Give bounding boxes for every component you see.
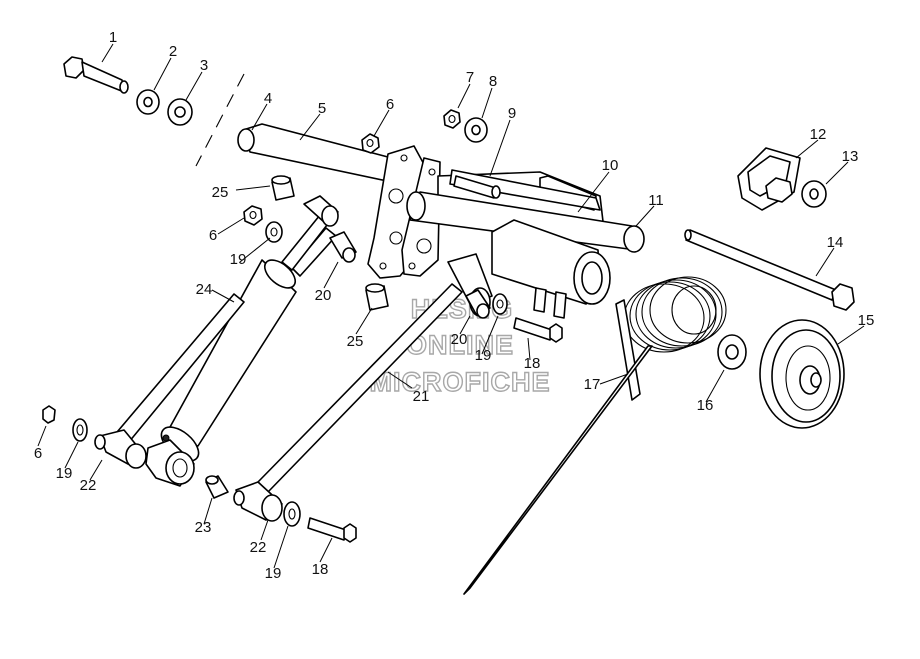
callout-14: 14 [827, 234, 844, 251]
callout-15: 15 [858, 312, 875, 329]
part-16-washer [717, 334, 747, 370]
callout-4: 4 [264, 90, 272, 107]
callout-5: 5 [318, 100, 326, 117]
callout-25-lower: 25 [347, 333, 364, 350]
part-24-shock-absorber [160, 209, 337, 462]
callouts: 1 2 3 4 5 6 7 8 9 10 11 12 13 14 15 16 1… [34, 29, 875, 582]
sleeve-tube [491, 219, 611, 305]
callout-11: 11 [648, 192, 664, 209]
part-17-torsion-spring [463, 276, 727, 595]
part-13-washer [801, 180, 827, 208]
part-20-bushing-upper [329, 231, 357, 263]
callout-3: 3 [200, 57, 208, 74]
callout-19-center: 19 [475, 347, 492, 364]
upper-pivot-bushing [303, 195, 339, 227]
callout-8: 8 [489, 73, 497, 90]
part-19-washer-left [72, 418, 88, 442]
callout-18-center: 18 [524, 355, 541, 372]
part-22-bushing-bottom [233, 481, 283, 522]
part-15-idler-wheel [759, 319, 845, 429]
bracket-tabs [533, 287, 567, 319]
part-25-bushing-upper [271, 175, 295, 201]
part-8-washer [464, 117, 488, 143]
callout-22-left: 22 [80, 477, 97, 494]
part-25-bushing-lower [365, 283, 389, 311]
part-9-pin [453, 175, 501, 199]
callout-2: 2 [169, 43, 177, 60]
part-14-long-bolt [684, 229, 855, 311]
callout-1: 1 [109, 29, 117, 46]
callout-20-upper: 20 [315, 287, 332, 304]
part-18-bolt-center [513, 317, 563, 343]
callout-9: 9 [508, 105, 516, 122]
callout-25-upper: 25 [212, 184, 229, 201]
callout-19-left: 19 [56, 465, 73, 482]
callout-22-bottom: 22 [250, 539, 267, 556]
part-2-washer [136, 89, 160, 115]
callout-21: 21 [413, 388, 430, 405]
callout-16: 16 [697, 397, 714, 414]
watermark-line-2: ONLINE [406, 330, 514, 360]
part-6-nut-left [42, 405, 56, 424]
callout-19-upper: 19 [230, 251, 247, 268]
callout-23: 23 [195, 519, 212, 536]
pivot-block-left [145, 439, 195, 487]
part-20-bushing-lower [465, 289, 491, 319]
part-18-bolt-bottom [307, 517, 357, 543]
watermark-line-3: MICROFICHE [370, 367, 551, 397]
callout-6-left: 6 [34, 445, 42, 462]
leader-lines [37, 43, 865, 569]
part-19-washer-upper [265, 221, 283, 243]
part-19-washer-bottom [283, 501, 301, 527]
callout-13: 13 [842, 148, 859, 165]
part-23-bushing [205, 475, 229, 499]
callout-6-top: 6 [386, 96, 394, 113]
callout-7: 7 [466, 69, 474, 86]
part-6-nut-mid [243, 205, 263, 226]
part-22-bushing-left [94, 429, 147, 469]
callout-12: 12 [810, 126, 827, 143]
part-19-washer-center [492, 293, 508, 315]
callout-17: 17 [584, 376, 601, 393]
callout-20-lower: 20 [451, 331, 468, 348]
part-11-cross-shaft [406, 191, 645, 253]
callout-6-mid: 6 [209, 227, 217, 244]
callout-19-bottom: 19 [265, 565, 282, 582]
part-3-washer [167, 98, 193, 126]
callout-10: 10 [602, 157, 619, 174]
part-1-bolt [63, 56, 129, 94]
alignment-dash-line [195, 73, 245, 167]
part-7-nut [443, 109, 461, 129]
part-6-nut-top [361, 133, 380, 154]
part-12-slide-block [737, 147, 801, 211]
callout-18-bottom: 18 [312, 561, 329, 578]
callout-24: 24 [196, 281, 213, 298]
